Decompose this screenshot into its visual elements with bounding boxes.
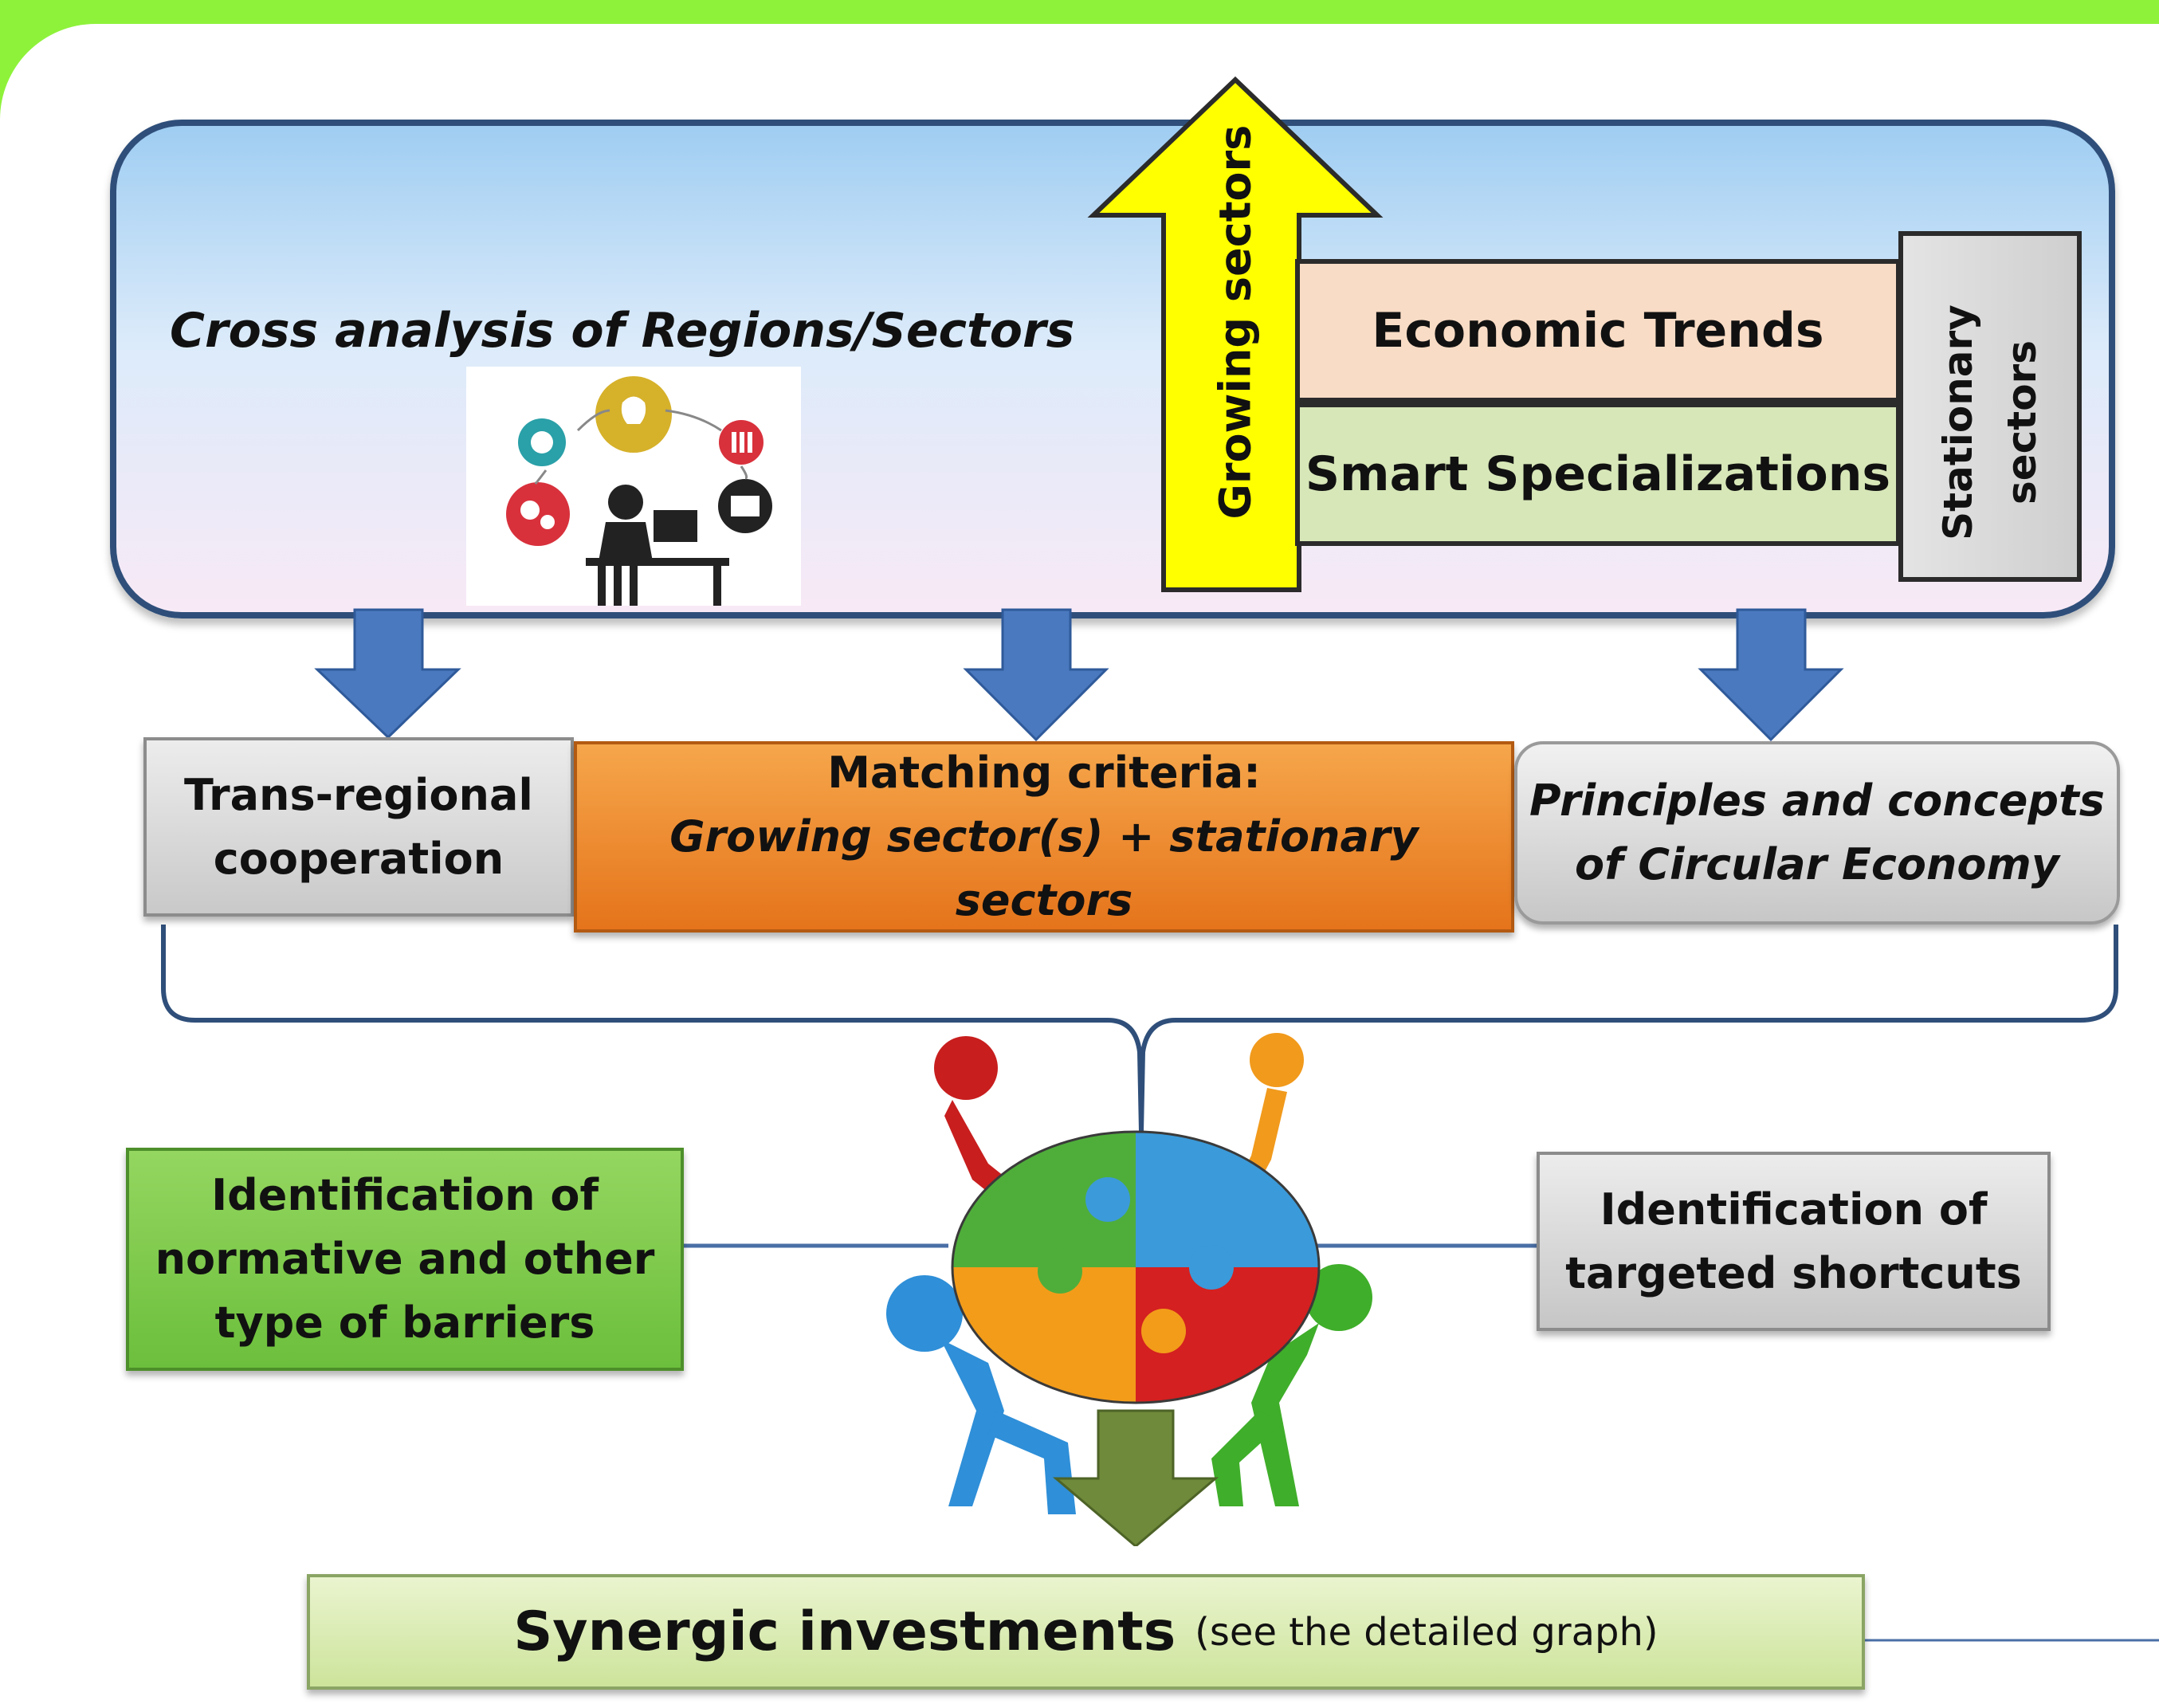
trans-regional-box: Trans-regional cooperation — [143, 737, 574, 917]
barriers-line2: normative and other — [155, 1234, 655, 1284]
matching-line1: Matching criteria: — [827, 748, 1261, 798]
down-arrow-left — [314, 608, 461, 740]
down-arrow-center — [963, 608, 1109, 742]
barriers-line1: Identification of — [211, 1170, 599, 1220]
synergic-main-label: Synergic investments — [513, 1600, 1176, 1663]
down-arrow-synergy — [1052, 1409, 1219, 1546]
barriers-line3: type of barriers — [214, 1298, 595, 1348]
circular-economy-box: Principles and concepts of Circular Econ… — [1514, 741, 2120, 925]
analysis-illustration — [466, 367, 801, 606]
barriers-box: Identification of normative and other ty… — [126, 1148, 684, 1371]
puzzle-people-icon — [886, 1033, 1372, 1546]
shortcuts-line1: Identification of — [1600, 1184, 1988, 1235]
economic-trends-band: Economic Trends — [1295, 259, 1901, 402]
principles-line2: of Circular Economy — [1574, 839, 2059, 889]
synergic-investments-box: Synergic investments (see the detailed g… — [307, 1574, 1865, 1690]
principles-line1: Principles and concepts — [1529, 775, 2105, 826]
smart-specializations-label: Smart Specializations — [1305, 446, 1891, 502]
matching-criteria-box: Matching criteria: Growing sector(s) + s… — [574, 741, 1514, 933]
shortcuts-line2: targeted shortcuts — [1565, 1247, 2022, 1298]
smart-specializations-band: Smart Specializations — [1295, 402, 1901, 546]
growing-sectors-arrow — [1087, 76, 1384, 592]
cross-analysis-title: Cross analysis of Regions/Sectors — [170, 303, 1075, 359]
stationary-sectors-box — [1898, 231, 2082, 582]
economic-trends-label: Economic Trends — [1372, 303, 1824, 359]
trans-line1: Trans-regional — [184, 769, 533, 820]
person-at-desk-icon — [506, 376, 772, 606]
matching-line2: Growing sector(s) + stationary sectors — [669, 811, 1419, 925]
down-arrow-right — [1698, 608, 1844, 742]
synergic-note-label: (see the detailed graph) — [1195, 1609, 1659, 1655]
trans-line2: cooperation — [213, 833, 504, 884]
shortcuts-box: Identification of targeted shortcuts — [1537, 1152, 2051, 1331]
